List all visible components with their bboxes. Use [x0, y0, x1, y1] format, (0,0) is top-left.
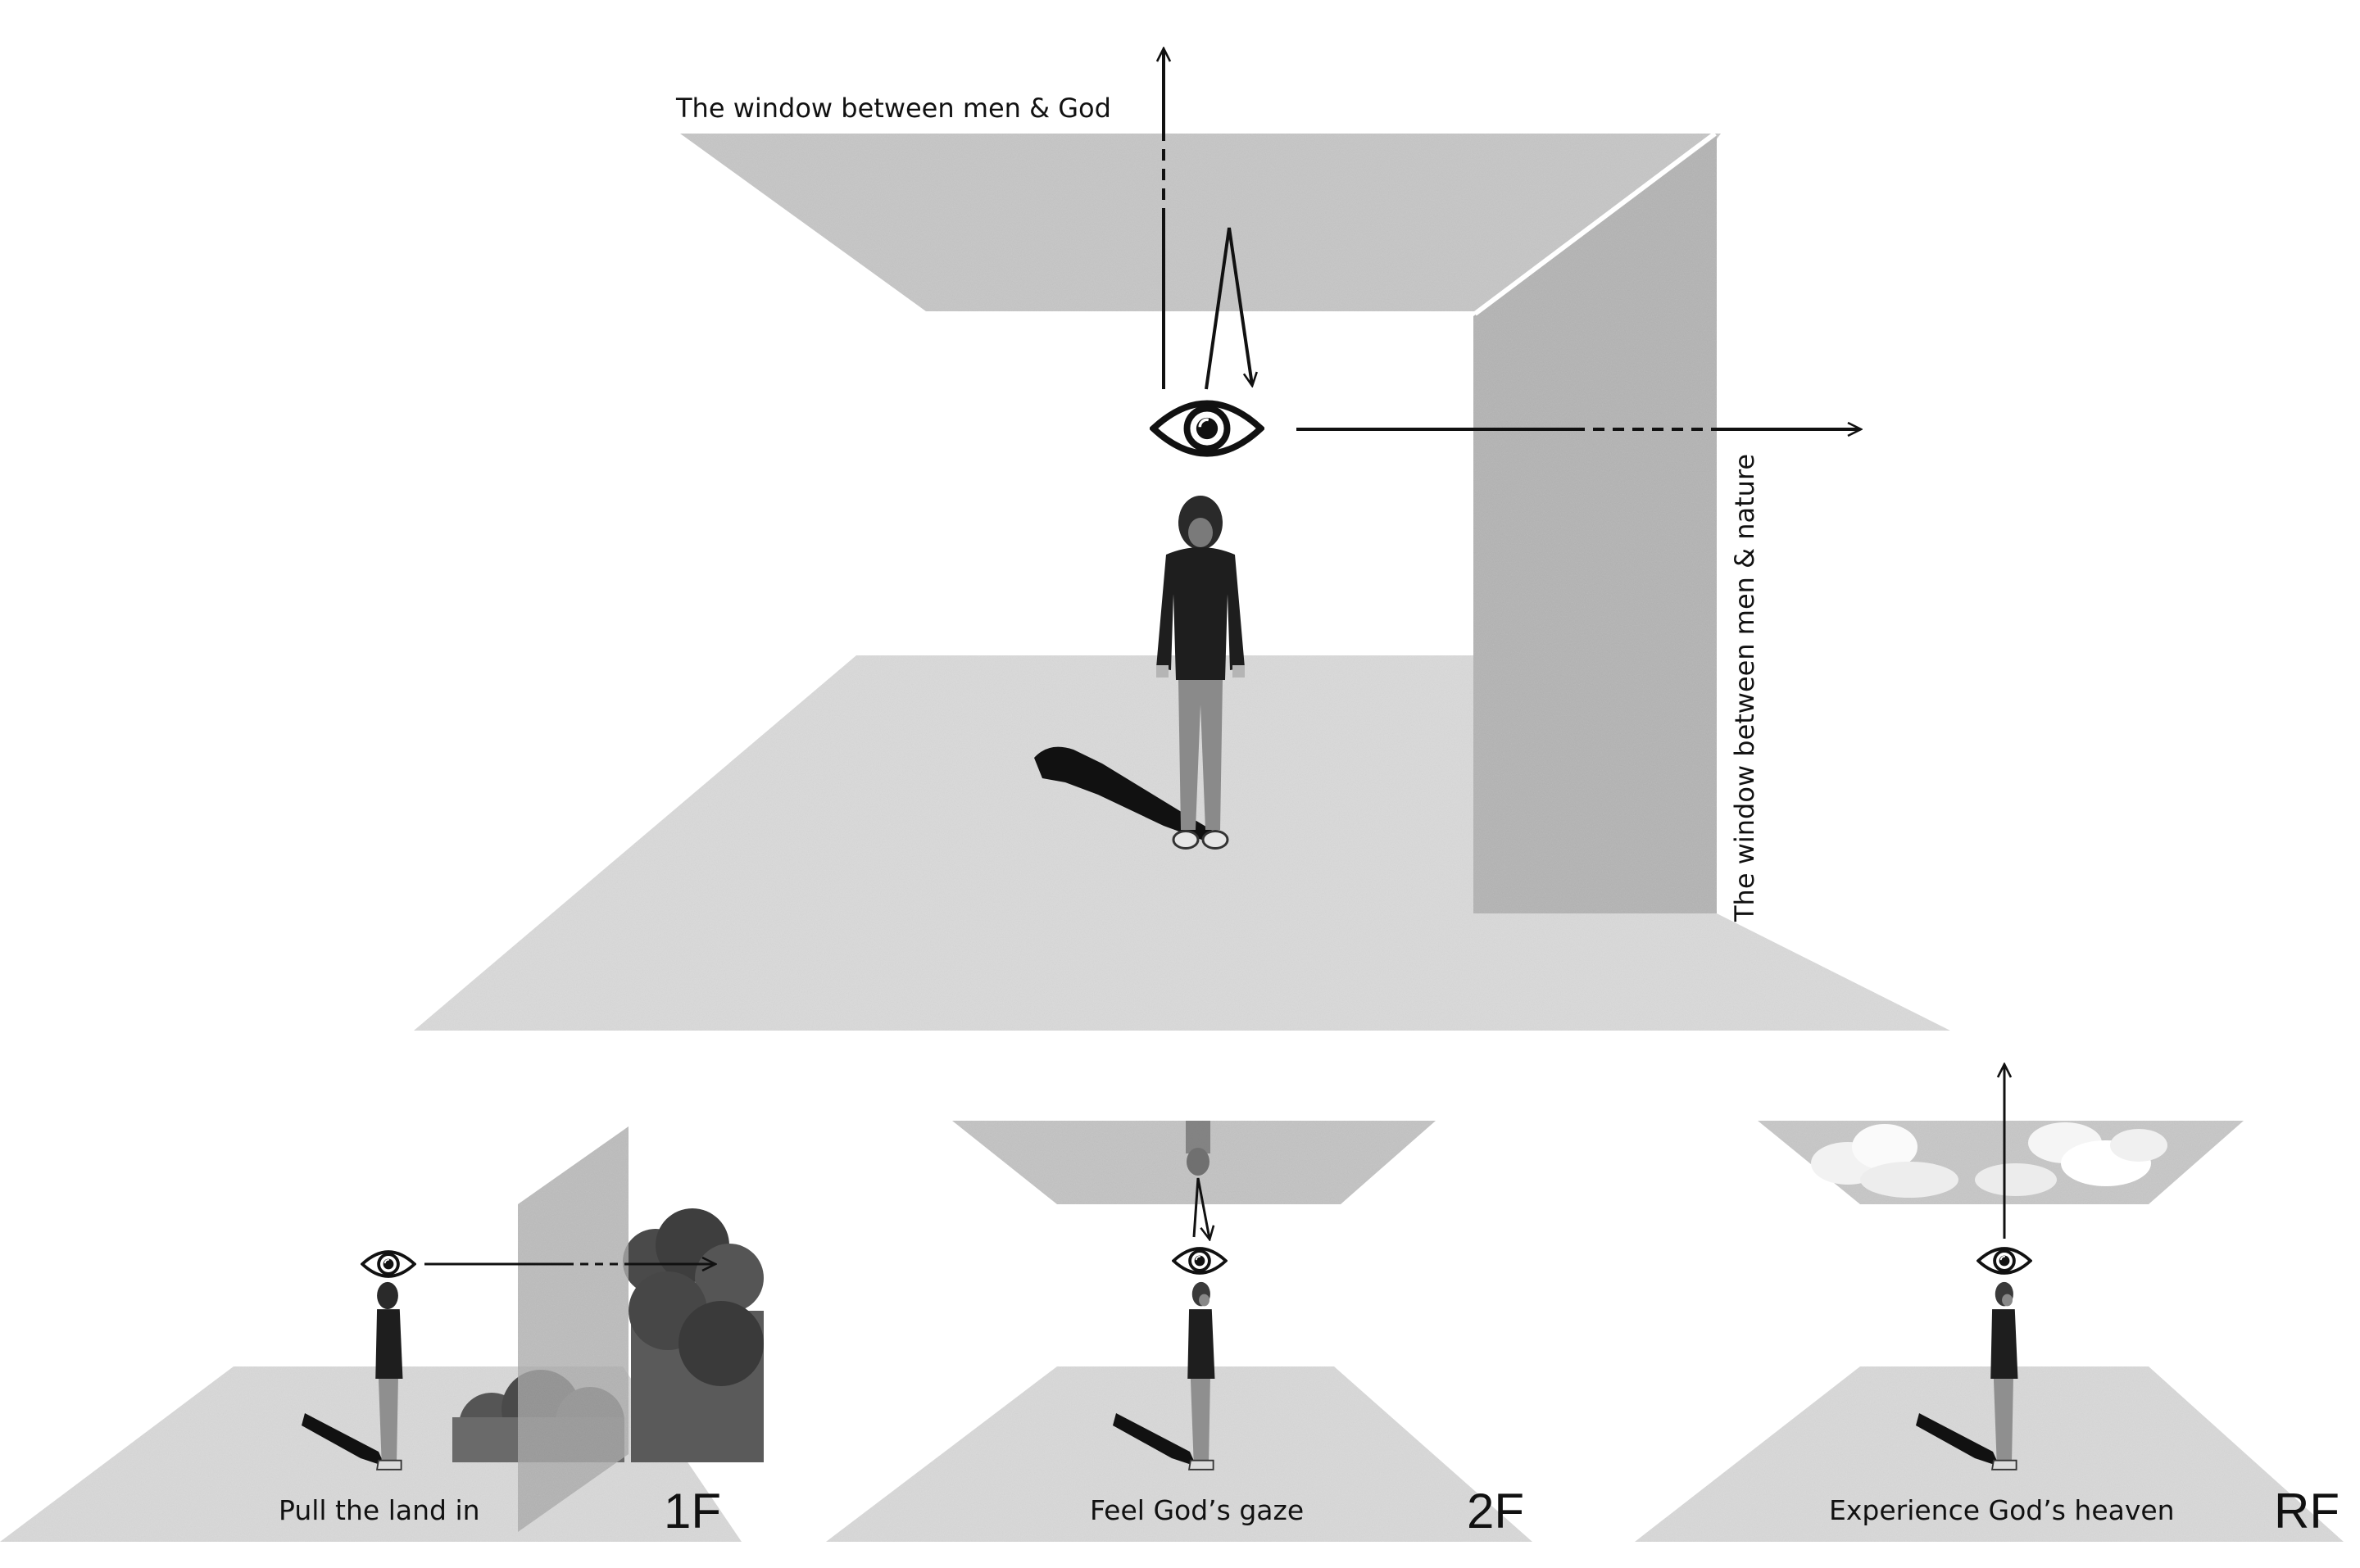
ceiling-reflection	[1186, 1121, 1210, 1176]
floor-tag-1f: 1F	[664, 1484, 721, 1539]
caption-2f: Feel God’s gaze	[1090, 1494, 1304, 1526]
person-shadow	[1113, 1413, 1196, 1466]
caption-1f: Pull the land in	[279, 1494, 480, 1526]
main-room: The window between men & God The window …	[414, 49, 1950, 1031]
person-shadow	[1034, 746, 1221, 844]
wall-1f	[518, 1126, 629, 1532]
eye-icon	[1173, 1249, 1226, 1273]
side-wall	[1473, 136, 1717, 913]
eye-icon	[362, 1252, 415, 1276]
floor-tag-rf: RF	[2274, 1484, 2340, 1539]
label-window-nature: The window between men & nature	[1729, 454, 1760, 922]
ceiling-slab	[680, 134, 1721, 311]
floor-tag-2f: 2F	[1467, 1484, 1524, 1539]
floor-rf: Experience God’s heaven RF	[1635, 1065, 2344, 1542]
gaze-reflect-arrow	[1205, 227, 1252, 390]
cloud-cluster	[1811, 1122, 2167, 1198]
floor-1f: Pull the land in 1F	[0, 1126, 764, 1542]
gaze-reflect-arrow	[1192, 1177, 1210, 1239]
floor-2f: Feel God’s gaze 2F	[826, 1121, 1532, 1542]
caption-rf: Experience God’s heaven	[1829, 1494, 2175, 1526]
eye-icon	[1978, 1249, 2031, 1273]
eye-icon	[1153, 403, 1260, 453]
person-shadow	[302, 1413, 385, 1466]
person-shadow	[1916, 1413, 1999, 1466]
label-window-god: The window between men & God	[675, 93, 1111, 124]
